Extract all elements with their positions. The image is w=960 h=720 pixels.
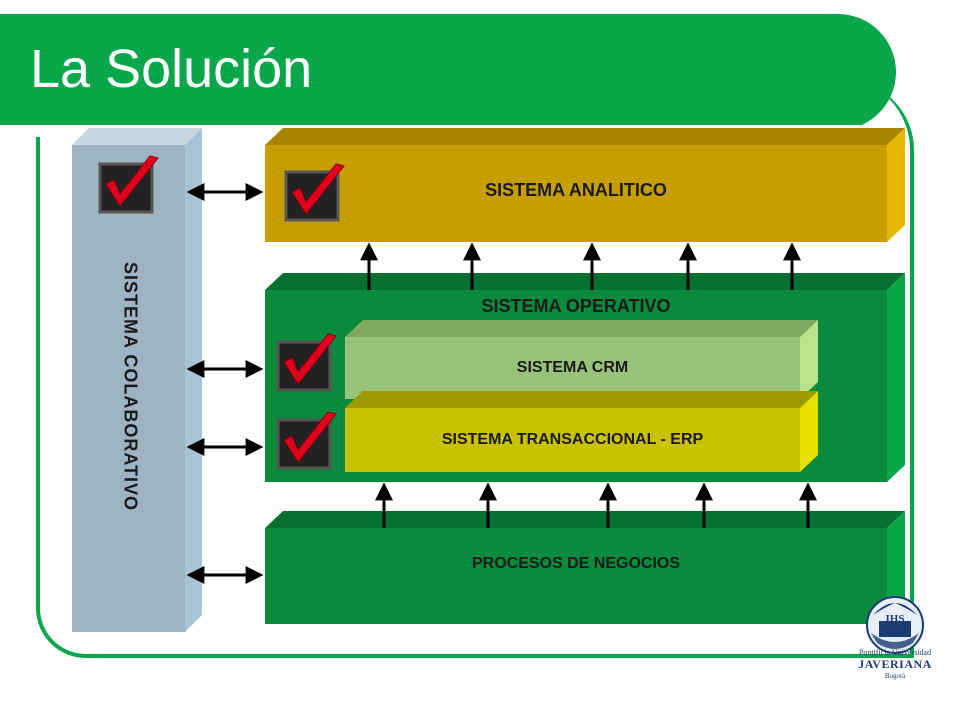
procesos-block [265,511,905,624]
slide-frame [36,80,914,658]
check-icon [276,411,337,470]
colaborativo-block [72,128,202,632]
colaborativo-label-wrap: SISTEMA COLABORATIVO [60,236,200,536]
crm-label: SISTEMA CRM [516,359,629,376]
logo-seal-text: IHS [885,613,905,625]
up-arrows-top [360,242,801,290]
analitico-label: SISTEMA ANALITICO [485,180,667,200]
erp-block [345,391,818,472]
slide-title: La Solución [30,39,313,99]
university-seal [866,596,924,654]
transaccional-label: SISTEMA TRANSACCIONAL - ERP [441,431,704,448]
check-icon [284,163,345,222]
title-bar [0,14,896,130]
up-arrows-bottom [375,482,817,528]
colaborativo-label: SISTEMA COLABORATIVO [120,261,141,511]
analitico-block [265,128,905,242]
crm-block [345,320,818,399]
logo-line3: Bogotá [884,672,906,680]
procesos-label: PROCESOS DE NEGOCIOS [471,555,681,572]
operativo-label: SISTEMA OPERATIVO [481,296,671,316]
logo-line2: JAVERIANA [858,657,932,671]
check-icon [276,333,337,392]
logo-line1: Pontificia Universidad [858,648,932,657]
check-icon [98,155,159,214]
double-arrows [186,183,264,584]
